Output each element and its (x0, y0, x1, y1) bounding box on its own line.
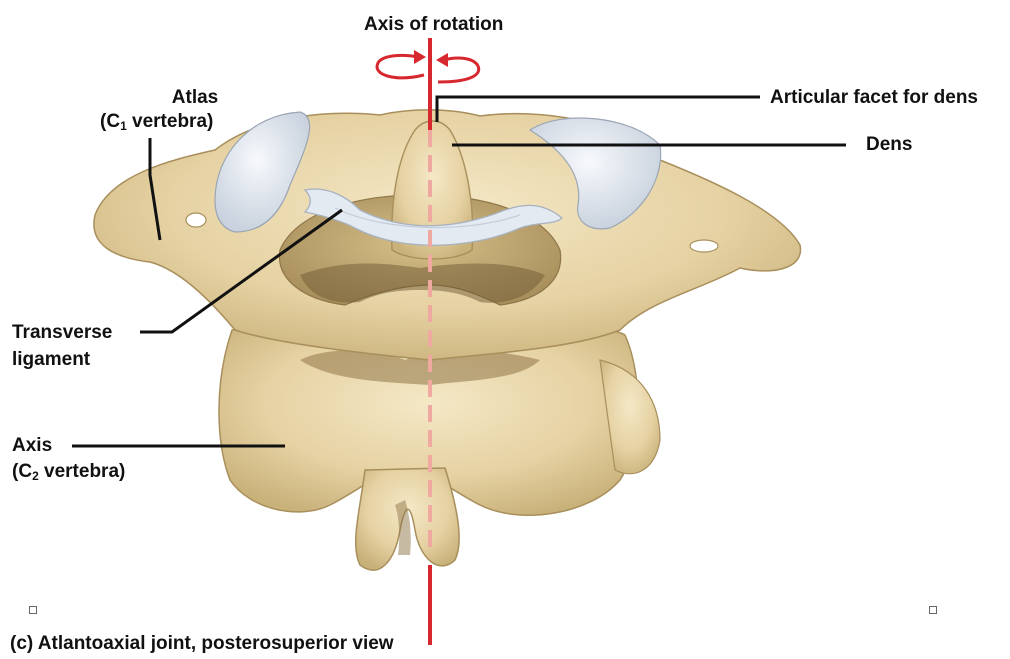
label-transverse-line2: ligament (12, 348, 90, 371)
label-atlas-line1: Atlas (140, 86, 250, 109)
corner-marker-right (929, 606, 937, 614)
label-axis-of-rotation: Axis of rotation (364, 13, 503, 36)
label-axis-line2: (C2 vertebra) (12, 460, 125, 483)
label-axis-sub: 2 (32, 469, 39, 483)
label-atlas-suffix: vertebra) (127, 111, 214, 132)
label-axis-line1: Axis (12, 434, 52, 457)
corner-marker-left (29, 606, 37, 614)
label-dens: Dens (866, 133, 912, 156)
label-atlas-sub: 1 (120, 119, 127, 133)
figure-caption: (c) Atlantoaxial joint, posterosuperior … (10, 633, 394, 655)
label-atlas: Atlas (140, 86, 250, 109)
label-atlas-prefix: (C (100, 111, 120, 132)
label-axis-suffix: vertebra) (39, 461, 126, 482)
label-atlas-line2: (C1 vertebra) (100, 110, 213, 133)
label-transverse-line1: Transverse (12, 321, 112, 344)
axis-c2-vertebra (219, 327, 660, 570)
rotation-arrow-icon (377, 50, 479, 82)
label-articular-facet: Articular facet for dens (770, 86, 978, 109)
label-axis-prefix: (C (12, 461, 32, 482)
